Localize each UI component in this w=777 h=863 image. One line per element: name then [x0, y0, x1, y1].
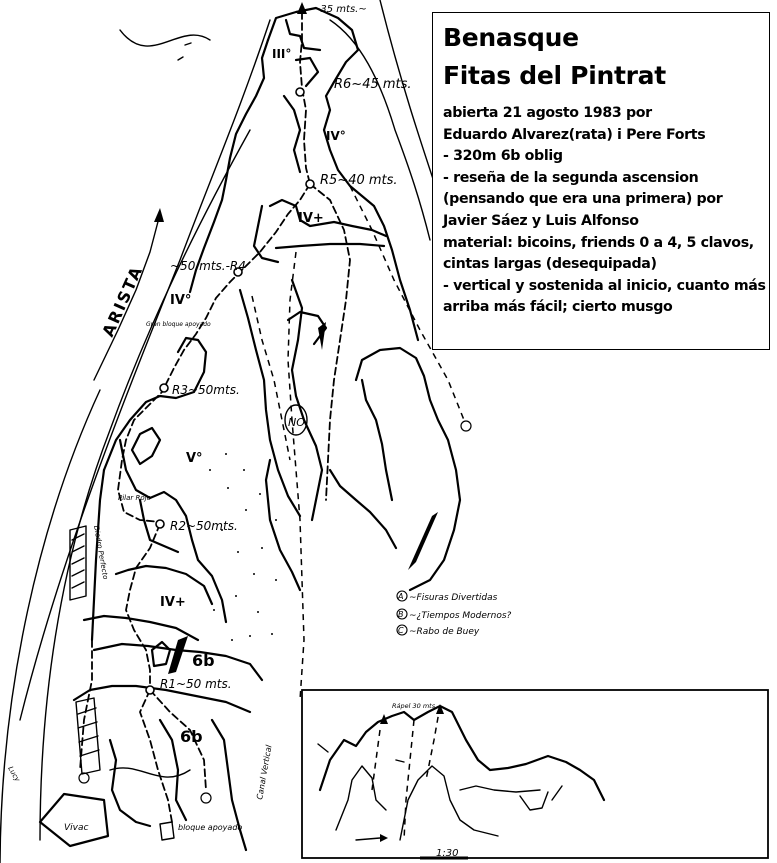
belay-r3-label: R3~50mts. [172, 383, 240, 397]
pilar-rojo-label: Pilar Rojo [118, 494, 151, 502]
grade-label: III° [272, 47, 291, 61]
legend-key: C [398, 626, 404, 635]
info-line: - vertical y sostenida al inicio, cuanto… [443, 277, 766, 294]
grade-label: V° [186, 451, 203, 466]
belay-r5-marker [305, 179, 315, 189]
inset-rappel-label: Rápel 30 mts. [392, 702, 437, 710]
info-line: material: bicoins, friends 0 a 4, 5 clav… [443, 234, 754, 251]
routes [79, 11, 465, 823]
vivac-label: Vivac [64, 823, 88, 833]
grade-label: IV+ [160, 595, 186, 610]
grade-label: 6b [192, 651, 215, 670]
grade-label: IV° [326, 129, 346, 143]
info-line: - 320m 6b oblig [443, 148, 563, 165]
info-line: - reseña de la segunda ascension [443, 169, 699, 186]
belay-r6-marker [295, 87, 305, 97]
route-info-list: abierta 21 agosto 1983 por Eduardo Alvar… [443, 103, 766, 319]
info-line: Javier Sáez y Luis Alfonso [443, 212, 639, 229]
info-line: abierta 21 agosto 1983 por [443, 105, 652, 121]
info-line: (pensando que era una primera) por [443, 191, 723, 208]
gran-bloque-label: Gran bloque apoyado [146, 321, 211, 328]
belay-r1-marker [145, 685, 155, 695]
top-pitch-label: ~35 mts.~ [312, 4, 367, 15]
belay-r1-label: R1~50 mts. [160, 677, 232, 691]
belay-markers [145, 2, 315, 695]
grade-label: IV° [170, 293, 191, 308]
canal-vertical-label: Canal Vertical [255, 744, 274, 801]
stipple [209, 453, 277, 641]
arista-arrow [93, 208, 164, 381]
info-line: cintas largas (desequipada) [443, 256, 657, 273]
belay-r4-marker [233, 267, 243, 277]
legend-key: B [398, 610, 404, 619]
belay-r2-marker [155, 519, 165, 529]
grade-label: IV+ [298, 211, 324, 226]
inset-scale-label: 1:30 [436, 848, 458, 859]
route-c-marker-icon [460, 420, 472, 432]
no-label: NO [288, 416, 305, 429]
belay-r2-label: R2~50mts. [170, 519, 238, 533]
route-legend: A ~Fisuras Divertidas B ~¿Tiempos Modern… [396, 590, 512, 637]
no-route-marker [284, 404, 308, 436]
route-info-box: Benasque Fitas del Pintrat abierta 21 ag… [432, 12, 770, 350]
belay-r6-label: R6~45 mts. [334, 77, 412, 92]
background-ridges [0, 0, 441, 863]
route-title: Fitas del Pintrat [443, 61, 666, 90]
grade-label: 6b [180, 727, 203, 746]
belay-r5-label: R5~40 mts. [320, 173, 398, 188]
inset-overview: Rápel 30 mts. 1:30 [301, 689, 769, 860]
route-b-marker-icon [200, 792, 212, 804]
bloque-apoyado-label: bloque apoyado [178, 823, 242, 832]
belay-r3-marker [159, 383, 169, 393]
legend-text: ~Fisuras Divertidas [409, 593, 498, 603]
main-tower [188, 6, 462, 592]
summit-arrow-icon [297, 2, 307, 14]
legend-text: ~¿Tiempos Modernos? [409, 611, 512, 621]
left-pillars [38, 336, 264, 852]
lucy-label: Lucy [6, 765, 22, 784]
legend-key: A [397, 592, 403, 601]
info-line: Eduardo Alvarez(rata) i Pere Forts [443, 126, 706, 143]
belay-r4-label: ~50 mts.-R4 [170, 259, 246, 273]
arista-label: ARISTA [98, 262, 146, 339]
route-a-marker-icon [78, 772, 90, 784]
legend-text: ~Rabo de Buey [409, 627, 480, 637]
area-title: Benasque [443, 23, 579, 52]
info-line: arriba más fácil; cierto musgo [443, 299, 673, 316]
